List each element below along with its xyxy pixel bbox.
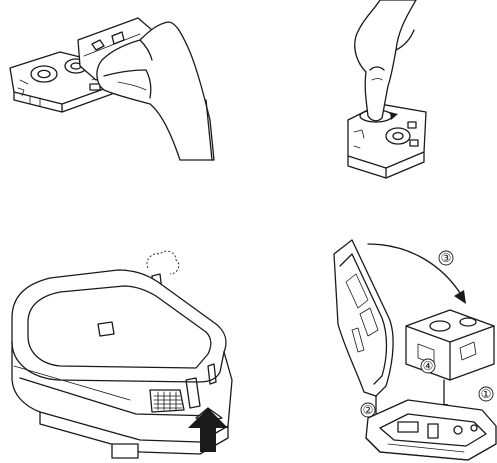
hand-icon — [96, 21, 215, 161]
tape-cassette-icon — [347, 103, 427, 179]
printer-base-icon — [365, 399, 497, 461]
step-remove-stopper-panel — [0, 0, 248, 220]
callout-one: ① — [481, 387, 492, 401]
step-take-up-slack-panel — [248, 0, 497, 220]
up-arrow-icon — [188, 407, 228, 452]
take-up-slack-illustration — [347, 0, 427, 179]
callout-three: ③ — [441, 251, 452, 265]
tape-cassette-icon — [405, 309, 495, 381]
callout-two: ② — [363, 403, 374, 417]
curved-arrow-icon: ③ — [367, 243, 466, 304]
finger-icon — [354, 0, 417, 122]
callout-four: ④ — [423, 359, 434, 373]
remove-stopper-illustration — [9, 17, 215, 161]
step-insert-cassette-panel: ③ ② ④ ① — [248, 230, 497, 463]
label-printer-icon — [11, 269, 233, 459]
open-cover-illustration — [11, 250, 233, 459]
cassette-cover-icon — [333, 239, 394, 397]
step-open-cover-panel — [0, 230, 248, 463]
insert-cassette-illustration: ③ ② ④ ① — [333, 239, 497, 461]
callout-badges: ② ④ ① — [360, 358, 494, 418]
